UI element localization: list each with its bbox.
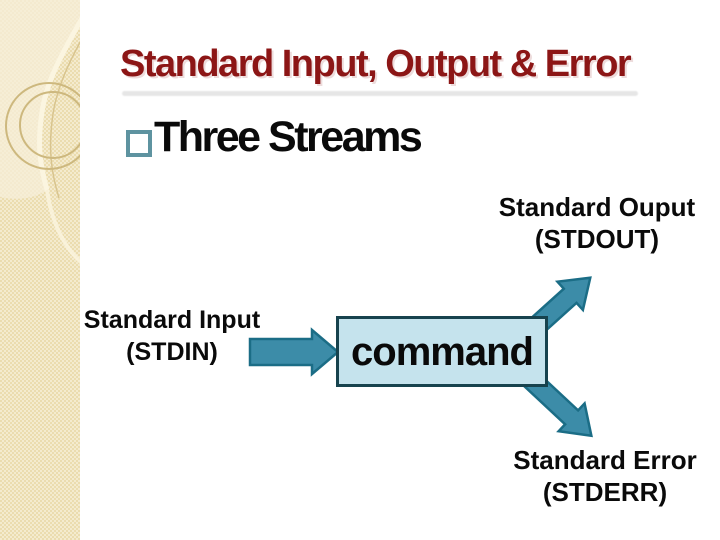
stdin-label: Standard Input (STDIN) — [62, 304, 282, 368]
stdout-label-line2: (STDOUT) — [534, 224, 660, 254]
square-bullet-icon — [126, 130, 152, 157]
stdin-arrow-icon — [248, 327, 340, 377]
sidebar-decoration — [0, 0, 80, 540]
stdin-label-line1: Standard Input — [83, 306, 261, 334]
sidebar-circles-art — [0, 0, 80, 265]
command-box: command — [336, 316, 548, 387]
stderr-label: Standard Error (STDERR) — [495, 444, 715, 508]
slide-title: Standard Input, Output & Error — [120, 43, 632, 85]
bullet-item-label: Three Streams — [154, 113, 423, 161]
stderr-label-line1: Standard Error — [513, 445, 697, 475]
stdout-label: Standard Ouput (STDOUT) — [487, 191, 707, 255]
stderr-label-line2: (STDERR) — [542, 477, 668, 507]
stdout-label-line1: Standard Ouput — [498, 192, 696, 222]
command-box-label: command — [351, 329, 534, 374]
stdin-label-line2: (STDIN) — [126, 338, 218, 366]
title-underline-shadow — [122, 91, 638, 96]
